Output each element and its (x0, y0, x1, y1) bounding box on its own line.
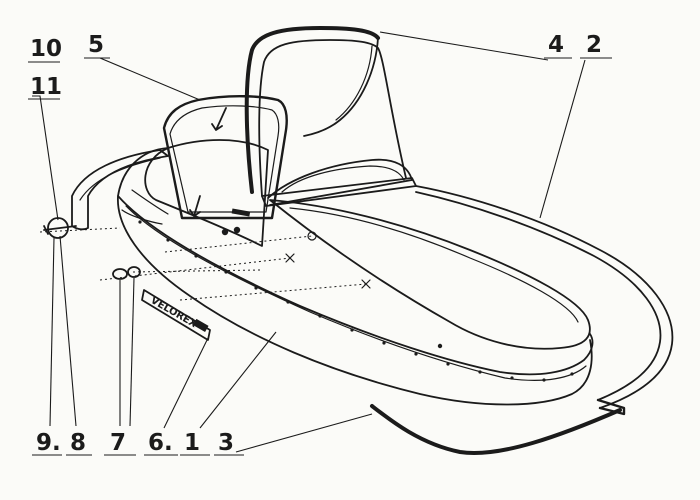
rivet (318, 314, 322, 318)
rivet (570, 372, 574, 376)
rivet (166, 238, 170, 242)
assembly-line (99, 257, 291, 281)
brand-plate (141, 289, 211, 341)
leader-10-11 (32, 95, 59, 221)
rear-windscreen-inner (169, 105, 280, 213)
rivet (382, 341, 386, 345)
rivet (510, 376, 514, 380)
front-cover-inner (289, 207, 579, 323)
leader-6 (163, 337, 209, 429)
leader-7b (129, 277, 135, 427)
leader-lines (32, 31, 586, 453)
sidecar-body (117, 139, 594, 406)
callout-4: 4 (548, 32, 564, 58)
rear-windscreen (162, 95, 288, 220)
assembly-line (179, 283, 367, 301)
rivet (542, 378, 546, 382)
edge-strip-inner (415, 191, 662, 401)
leader-8 (59, 235, 77, 427)
fastener-star (307, 231, 317, 241)
leader-1 (199, 331, 277, 429)
arrow (211, 107, 227, 131)
callout-labels: 10 11 5 4 2 9. 8 7 6. 1 3 (28, 32, 612, 456)
rivet (286, 300, 290, 304)
brand-plate-badge (192, 318, 209, 332)
front-cover (269, 199, 591, 350)
seal-strip (370, 404, 622, 455)
leader-2 (539, 59, 586, 219)
callout-7: 7 (110, 430, 126, 456)
cockpit-rim (267, 158, 413, 206)
side-rib (131, 189, 169, 215)
rivet (437, 343, 443, 349)
callout-9: 9. (36, 430, 61, 456)
rivet (138, 220, 142, 224)
hull-outline (117, 147, 593, 406)
brand-plate-group: VELOREX (141, 289, 211, 341)
rear-fender-edge (79, 157, 161, 201)
deck-edge (117, 195, 594, 376)
arrow (189, 195, 201, 217)
rivet-row (138, 220, 574, 382)
cockpit-seat (281, 165, 405, 193)
callout-8: 8 (70, 430, 86, 456)
leader-4 (379, 31, 549, 61)
rear-windscreen-frame (162, 95, 288, 220)
edge-strip (415, 185, 674, 409)
windscreen-strut-inner (335, 45, 373, 121)
callout-2: 2 (586, 32, 602, 58)
rivet (478, 370, 482, 374)
windscreen-seal (244, 26, 380, 194)
fasteners (43, 208, 371, 289)
rivet (194, 254, 198, 258)
rear-deck (144, 139, 269, 247)
windscreen (244, 26, 417, 207)
callout-1: 1 (184, 430, 200, 456)
rivet (224, 270, 228, 274)
hinge-plate (231, 208, 251, 217)
rivet (414, 352, 418, 356)
side-rib (121, 209, 163, 225)
washer-part-7a (112, 268, 128, 280)
assembly-line (39, 227, 121, 233)
callout-11: 11 (30, 74, 62, 100)
callout-10: 10 (30, 36, 62, 62)
rivet (446, 362, 450, 366)
windscreen-strut (303, 37, 379, 137)
fastener-nut (221, 228, 229, 236)
callout-5: 5 (88, 32, 104, 58)
assembly-line (131, 269, 261, 273)
rear-fender (71, 149, 169, 231)
callout-6: 6. (148, 430, 173, 456)
windscreen-base (261, 177, 417, 207)
windscreen-frame (258, 39, 407, 197)
rim-trim (125, 205, 587, 381)
leader-5 (99, 57, 201, 101)
rivet (254, 286, 258, 290)
edge-strip-end (596, 398, 626, 416)
leader-3 (235, 413, 373, 453)
rivet (350, 328, 354, 332)
fastener-nut (233, 226, 241, 234)
bolt-shank-part-9 (43, 225, 77, 235)
callout-3: 3 (218, 430, 234, 456)
brand-plate-text: VELOREX (149, 295, 199, 330)
leader-9 (49, 237, 55, 427)
